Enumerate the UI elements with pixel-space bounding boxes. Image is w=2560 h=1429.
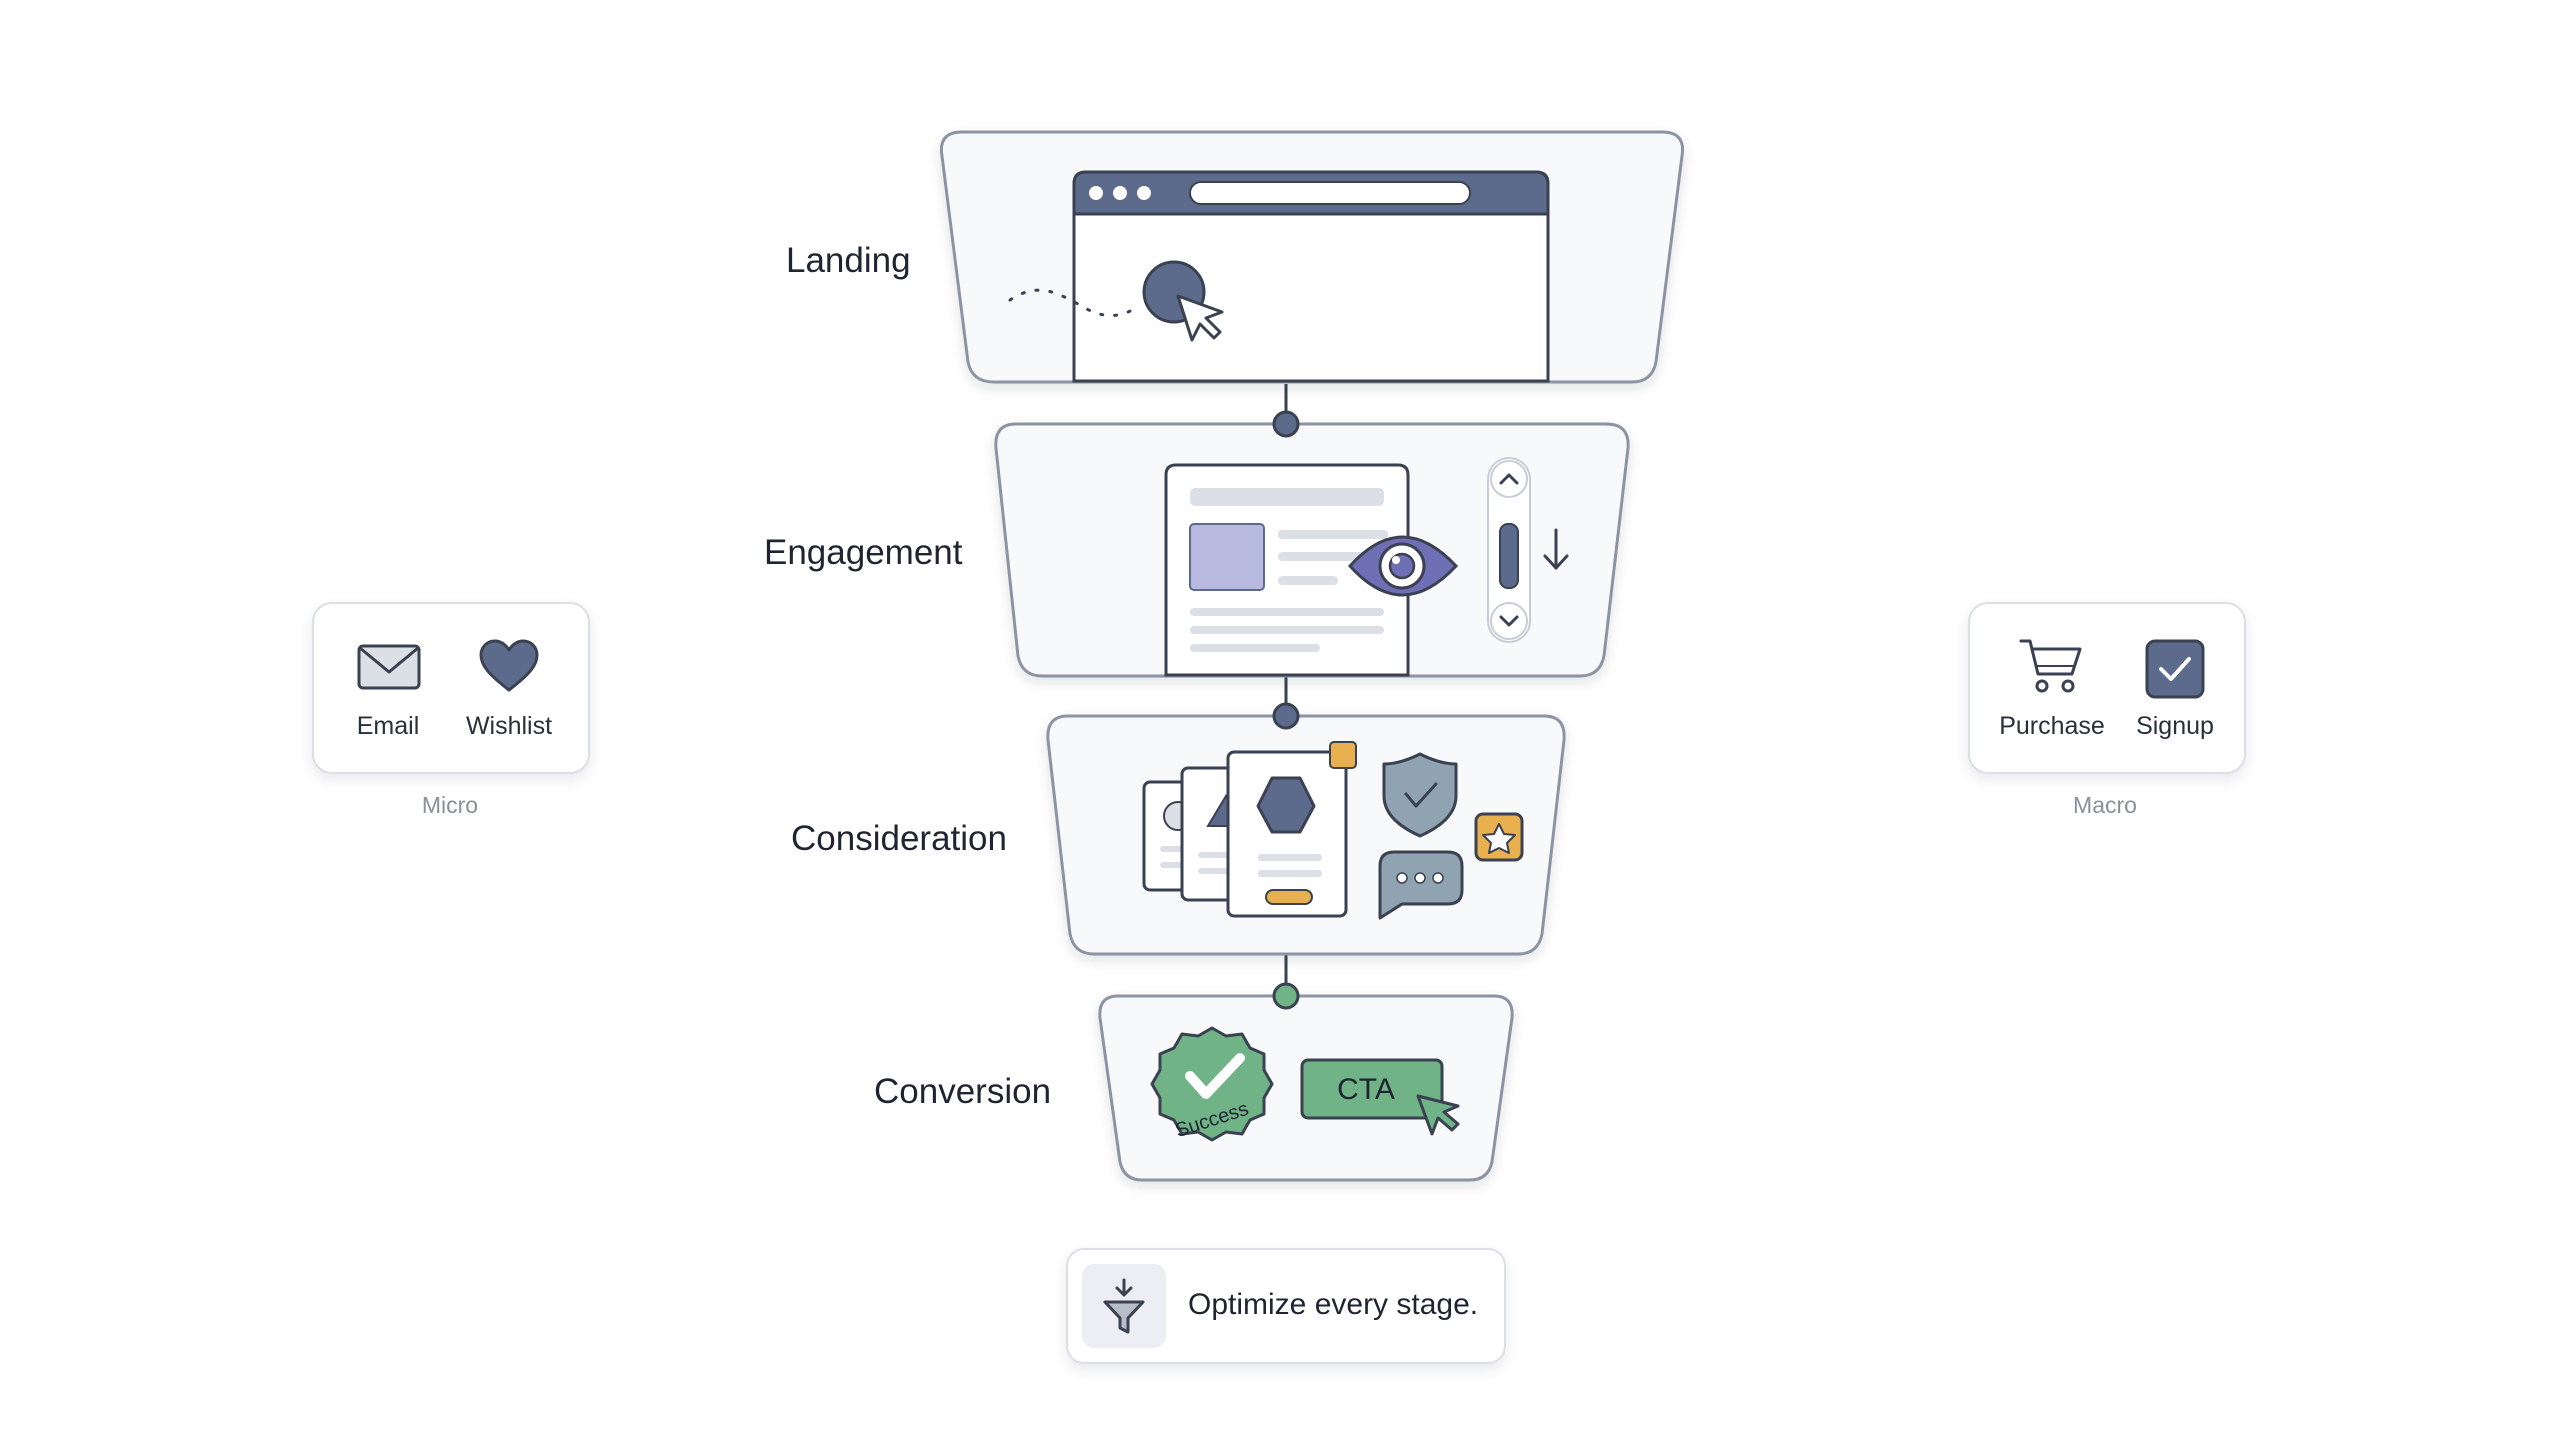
micro-conversions-card: Email Wishlist (312, 602, 590, 774)
stage-label-conversion: Conversion (874, 1072, 1052, 1111)
macro-item-purchase: Purchase (1999, 712, 2105, 740)
cta-label: CTA (1337, 1073, 1395, 1106)
success-badge-icon: Success (1150, 1026, 1274, 1142)
macro-conversions-card: Purchase Signup (1968, 602, 2246, 774)
micro-caption: Micro (421, 792, 479, 818)
macro-caption: Macro (2073, 792, 2137, 818)
funnel-icon (1103, 1278, 1145, 1334)
stage-conversion-panel: Success CTA (1098, 994, 1514, 1182)
cursor-icon (1176, 294, 1224, 342)
stage-engagement-panel (994, 422, 1630, 678)
cta-button-icon: CTA (1300, 1058, 1460, 1136)
connector-dots (1272, 410, 1300, 1010)
footer-callout: Optimize every stage. (1066, 1248, 1506, 1364)
article-page-icon (1164, 463, 1410, 677)
check-square-icon (2145, 639, 2205, 699)
product-cards-icon (1142, 741, 1357, 918)
star-badge-icon (1474, 812, 1524, 862)
stage-landing-panel (939, 130, 1685, 384)
shield-check-icon (1382, 752, 1458, 838)
stage-label-consideration: Consideration (791, 819, 1007, 858)
stage-label-engagement: Engagement (764, 533, 963, 572)
macro-item-signup: Signup (2136, 712, 2214, 740)
micro-item-email: Email (356, 712, 420, 740)
footer-text: Optimize every stage. (1188, 1288, 1479, 1321)
micro-item-wishlist: Wishlist (465, 712, 553, 740)
envelope-icon (357, 644, 421, 690)
funnel-icon-tile (1082, 1264, 1166, 1348)
stage-label-landing: Landing (786, 241, 911, 280)
arrow-down-icon (1543, 528, 1569, 570)
stage-consideration-panel (1046, 714, 1566, 956)
chat-bubble-icon (1378, 850, 1464, 920)
scrollbar-icon (1487, 457, 1531, 643)
eye-icon (1347, 535, 1459, 597)
browser-window-icon (1072, 170, 1550, 383)
cart-icon (2019, 639, 2082, 693)
heart-icon (479, 639, 539, 692)
cta-cursor-icon (1416, 1094, 1460, 1136)
